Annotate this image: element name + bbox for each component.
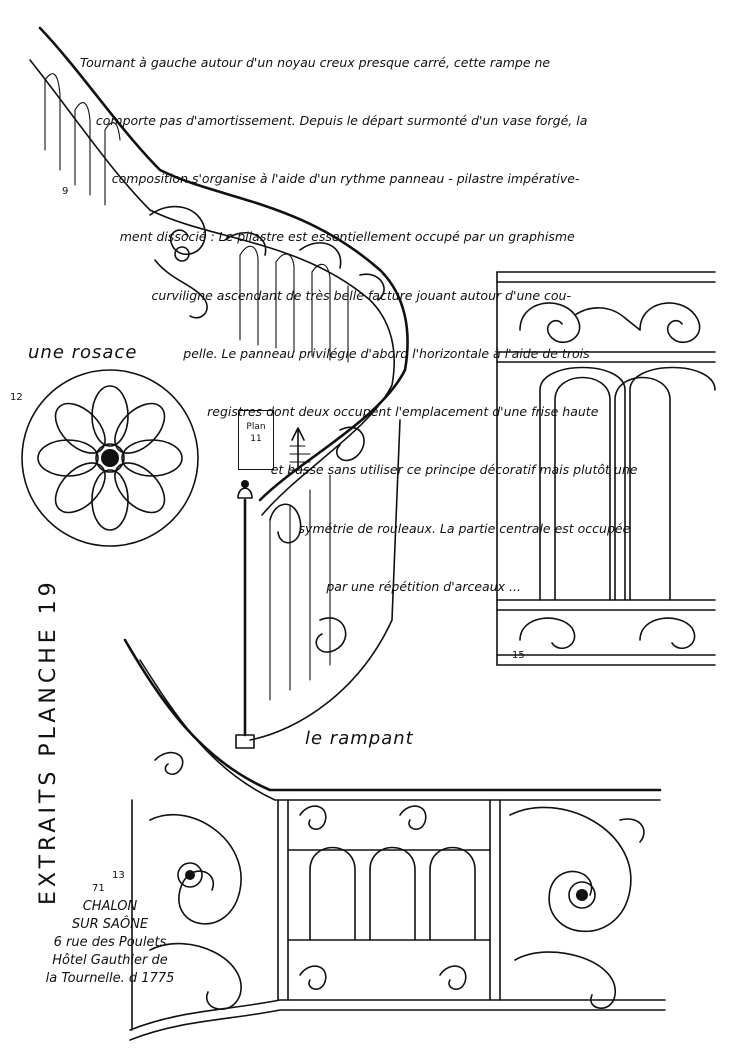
location-line: la Tournelle. d 1775	[45, 971, 175, 986]
figure-number-13: 13	[112, 870, 125, 881]
plan-number: 11	[250, 434, 262, 444]
description-line: registres dont deux occupent l'emplaceme…	[80, 404, 599, 420]
figure-number-15: 15	[512, 650, 525, 661]
figure-number-12: 12	[10, 392, 23, 403]
plan-diagram	[289, 427, 311, 471]
planche-title: EXTRAITS PLANCHE 19	[36, 578, 61, 905]
description-line: pelle. Le panneau privilégie d'abord l'h…	[80, 345, 590, 361]
description-line: Tournant à gauche autour d'un noyau creu…	[80, 54, 551, 70]
description-line: symétrie de rouleaux. La partie centrale…	[80, 520, 631, 536]
description-line: ment dissocié : Le pilastre est essentie…	[80, 229, 575, 245]
description-line: comporte pas d'amortissement. Depuis le …	[80, 113, 588, 129]
scroll-panel-drawing	[123, 638, 666, 1041]
rosace-drawing	[21, 369, 199, 547]
location-line: CHALON	[82, 899, 138, 914]
location-line: SUR SAÔNE	[71, 917, 149, 932]
location-line: 6 rue des Poulets	[53, 935, 167, 950]
description-line: et basse sans utiliser ce principe décor…	[80, 462, 638, 478]
description-line: par une répétition d'arceaux ...	[80, 578, 521, 594]
figure-number-71: 71	[92, 883, 105, 894]
plan-box: Plan 11	[238, 410, 274, 470]
plan-title: Plan	[246, 422, 266, 432]
description-line: composition s'organise à l'aide d'un ryt…	[80, 171, 580, 187]
location-caption: CHALON SUR SAÔNE 6 rue des Poulets Hôtel…	[40, 898, 180, 988]
frieze-panel-drawing	[496, 271, 716, 666]
location-line: Hôtel Gauthier de	[52, 953, 168, 968]
description-line: curviligne ascendant de très belle factu…	[80, 287, 571, 303]
figure-number-9: 9	[62, 186, 69, 197]
rampant-label: le rampant	[305, 728, 414, 749]
rosace-label: une rosace	[28, 342, 138, 363]
description-text: Tournant à gauche autour d'un noyau creu…	[80, 14, 690, 616]
staircase-railing-drawing	[29, 26, 409, 749]
